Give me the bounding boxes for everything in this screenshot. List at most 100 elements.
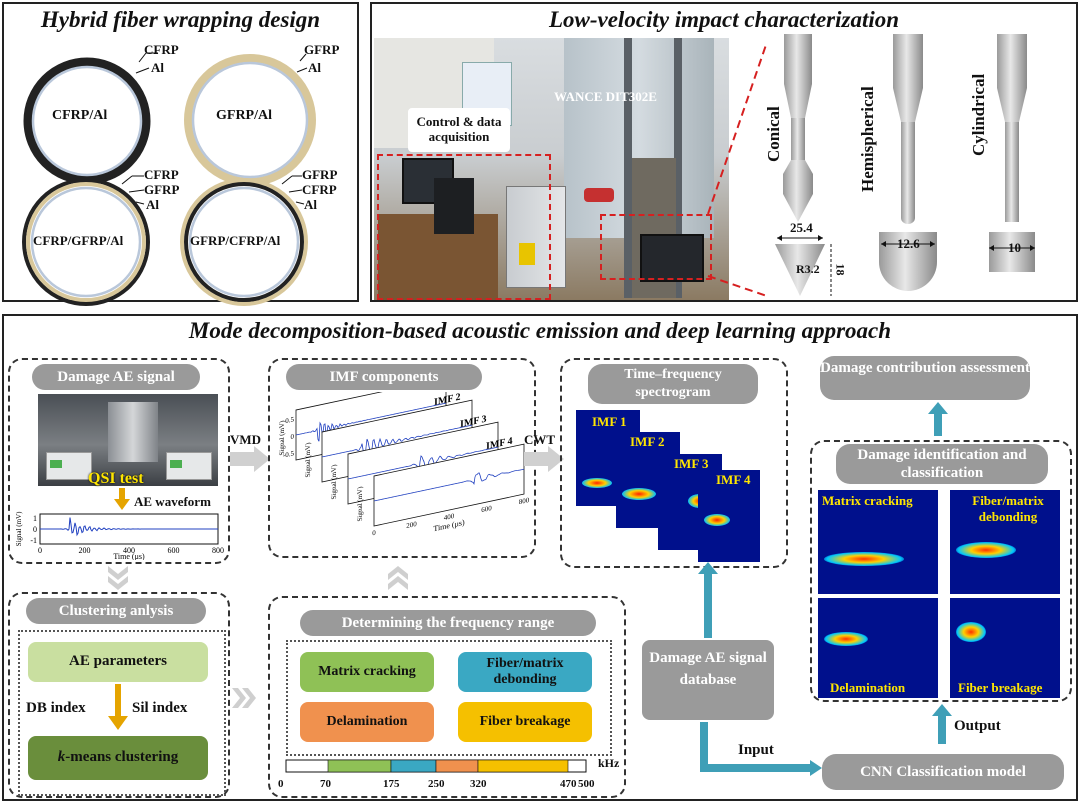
chevron-up-icon xyxy=(388,566,408,590)
scale-range-segment xyxy=(327,759,392,773)
ring-cfrp-al-layer-1: CFRP xyxy=(144,42,179,57)
freq-title: Determining the frequency range xyxy=(300,610,596,636)
ring-cfrp-al-layer-2: Al xyxy=(151,60,164,75)
arrow-down-icon xyxy=(114,488,130,510)
imf-y-label: Signal (mV) xyxy=(356,485,364,522)
imf-x-tick: 800 xyxy=(519,496,530,506)
ring-gfrp-al-layer-2: Al xyxy=(308,60,321,75)
up-arrow-icon xyxy=(928,402,948,436)
impactor-conical-label: Conical xyxy=(764,106,783,162)
frequency-tick: 175 xyxy=(383,778,400,790)
id-fiber-matrix xyxy=(950,490,1060,594)
id-fiber-matrix-label: Fiber/matrix debonding xyxy=(972,493,1044,524)
frequency-tick: 500 xyxy=(578,778,595,790)
cone-radius: R3.2 xyxy=(796,262,820,276)
frequency-tick: 470 xyxy=(560,778,577,790)
kmeans-rest: -means clustering xyxy=(65,749,179,766)
cwt-label: CWT xyxy=(524,432,556,447)
input-label: Input xyxy=(738,742,774,758)
id-matrix-cracking-label: Matrix cracking xyxy=(822,493,913,508)
ae-waveform-line xyxy=(40,517,218,537)
id-fiber-breakage-label: Fiber breakage xyxy=(958,680,1043,695)
ae-x-tick: 600 xyxy=(168,546,180,555)
scale-range-segment xyxy=(477,759,569,773)
imf-waveform xyxy=(296,402,446,442)
wrapping-design-panel: Hybrid fiber wrapping design CFRP/Al CFR… xyxy=(2,2,359,306)
imf-y-label: Signal (mV) xyxy=(278,419,286,456)
contribution-title: Damage contribution assessment xyxy=(820,356,1030,400)
id-fiber-breakage xyxy=(950,598,1060,698)
ae-x-tick: 400 xyxy=(123,546,135,555)
cwt-arrow-icon xyxy=(524,446,564,472)
id-delamination-label: Delamination xyxy=(830,680,906,695)
clustering-title: Clustering anlysis xyxy=(26,598,206,624)
damage-ae-title: Damage AE signal xyxy=(32,364,200,390)
control-cabinet xyxy=(506,186,566,288)
tf-title: Time–frequency spectrogram xyxy=(588,364,758,404)
ae-y-tick: -1 xyxy=(30,536,37,545)
database-box: Damage AE signal database xyxy=(642,640,774,720)
imf-waveform xyxy=(348,446,498,480)
chevron-down-icon xyxy=(108,566,128,590)
control-highlight xyxy=(377,154,551,300)
freq-fiber-breakage: Fiber breakage xyxy=(458,702,592,742)
ring-cfrp-gfrp-al xyxy=(22,178,150,306)
freq-inner xyxy=(286,640,612,756)
imf-waveform xyxy=(322,424,472,460)
ae-y-label: Signal (mV) xyxy=(15,511,23,546)
impact-panel: Low-velocity impact characterization WAN… xyxy=(370,2,1078,302)
impactor-conical-dim: 25.4 xyxy=(790,220,813,235)
ae-parameters-box: AE parameters xyxy=(28,642,208,682)
ring-gfrp-cfrp-al-layer-3: Al xyxy=(304,197,317,212)
tf-box xyxy=(560,358,788,568)
output-label: Output xyxy=(954,718,1001,734)
ring-cfrp-gfrp-al-layer-3: Al xyxy=(146,197,159,212)
impactor-drawings xyxy=(775,34,1035,296)
ring1-leaders xyxy=(135,52,158,74)
vmd-label: VMD xyxy=(230,432,262,447)
imf-x-tick: 600 xyxy=(481,504,492,514)
id-matrix-cracking xyxy=(818,490,938,594)
imf-waveform xyxy=(374,468,525,502)
tf-imf4 xyxy=(698,470,760,562)
clustering-box xyxy=(8,592,230,798)
ae-x-label: Time (μs) xyxy=(113,552,145,560)
tf-imf1-label: IMF 1 xyxy=(592,414,627,429)
tf-imf3-label: IMF 3 xyxy=(674,456,709,471)
imf-y-tick: -0.5 xyxy=(283,449,295,459)
qsi-test-label: QSI test xyxy=(88,470,144,487)
ring-gfrp-cfrp-al-layer-1: GFRP xyxy=(302,167,338,182)
imf-x-tick: 0 xyxy=(372,529,376,538)
impactor-hemispherical-dim: 12.6 xyxy=(897,236,920,251)
vmd-arrow-icon xyxy=(230,446,270,472)
ae-y-tick: 0 xyxy=(33,525,37,534)
ring-gfrp-al-center: GFRP/Al xyxy=(216,108,272,123)
ae-waveform-label: AE waveform xyxy=(134,494,211,509)
ae-x-tick: 0 xyxy=(38,546,42,555)
freq-matrix-cracking: Matrix cracking xyxy=(300,652,434,692)
control-label: Control & data acquisition xyxy=(408,108,510,152)
db-index-label: DB index xyxy=(26,700,86,716)
frequency-scale xyxy=(285,759,587,773)
lab-photo xyxy=(374,38,729,300)
impactor-cylindrical-dim: 10 xyxy=(1008,240,1021,255)
sil-index-label: Sil index xyxy=(132,700,188,716)
machine-highlight xyxy=(600,214,712,280)
ring-cfrp-gfrp-al-layer-2: GFRP xyxy=(144,182,180,197)
scale-range-segment xyxy=(435,759,479,773)
mode-panel: Mode decomposition-based acoustic emissi… xyxy=(2,314,1078,801)
tf-imf4-label: IMF 4 xyxy=(716,472,751,487)
imf-title: IMF components xyxy=(286,364,482,390)
ring-gfrp-cfrp-al xyxy=(180,178,308,306)
ring2-leaders xyxy=(296,53,308,73)
database-flow-lines xyxy=(698,562,822,776)
wrapping-design-title: Hybrid fiber wrapping design xyxy=(40,7,321,32)
frequency-tick: 250 xyxy=(428,778,445,790)
clustering-inner xyxy=(18,630,226,796)
imf-y-label: Signal (mV) xyxy=(330,463,338,500)
frequency-tick: 0 xyxy=(278,778,284,790)
pc-tower xyxy=(434,178,474,234)
